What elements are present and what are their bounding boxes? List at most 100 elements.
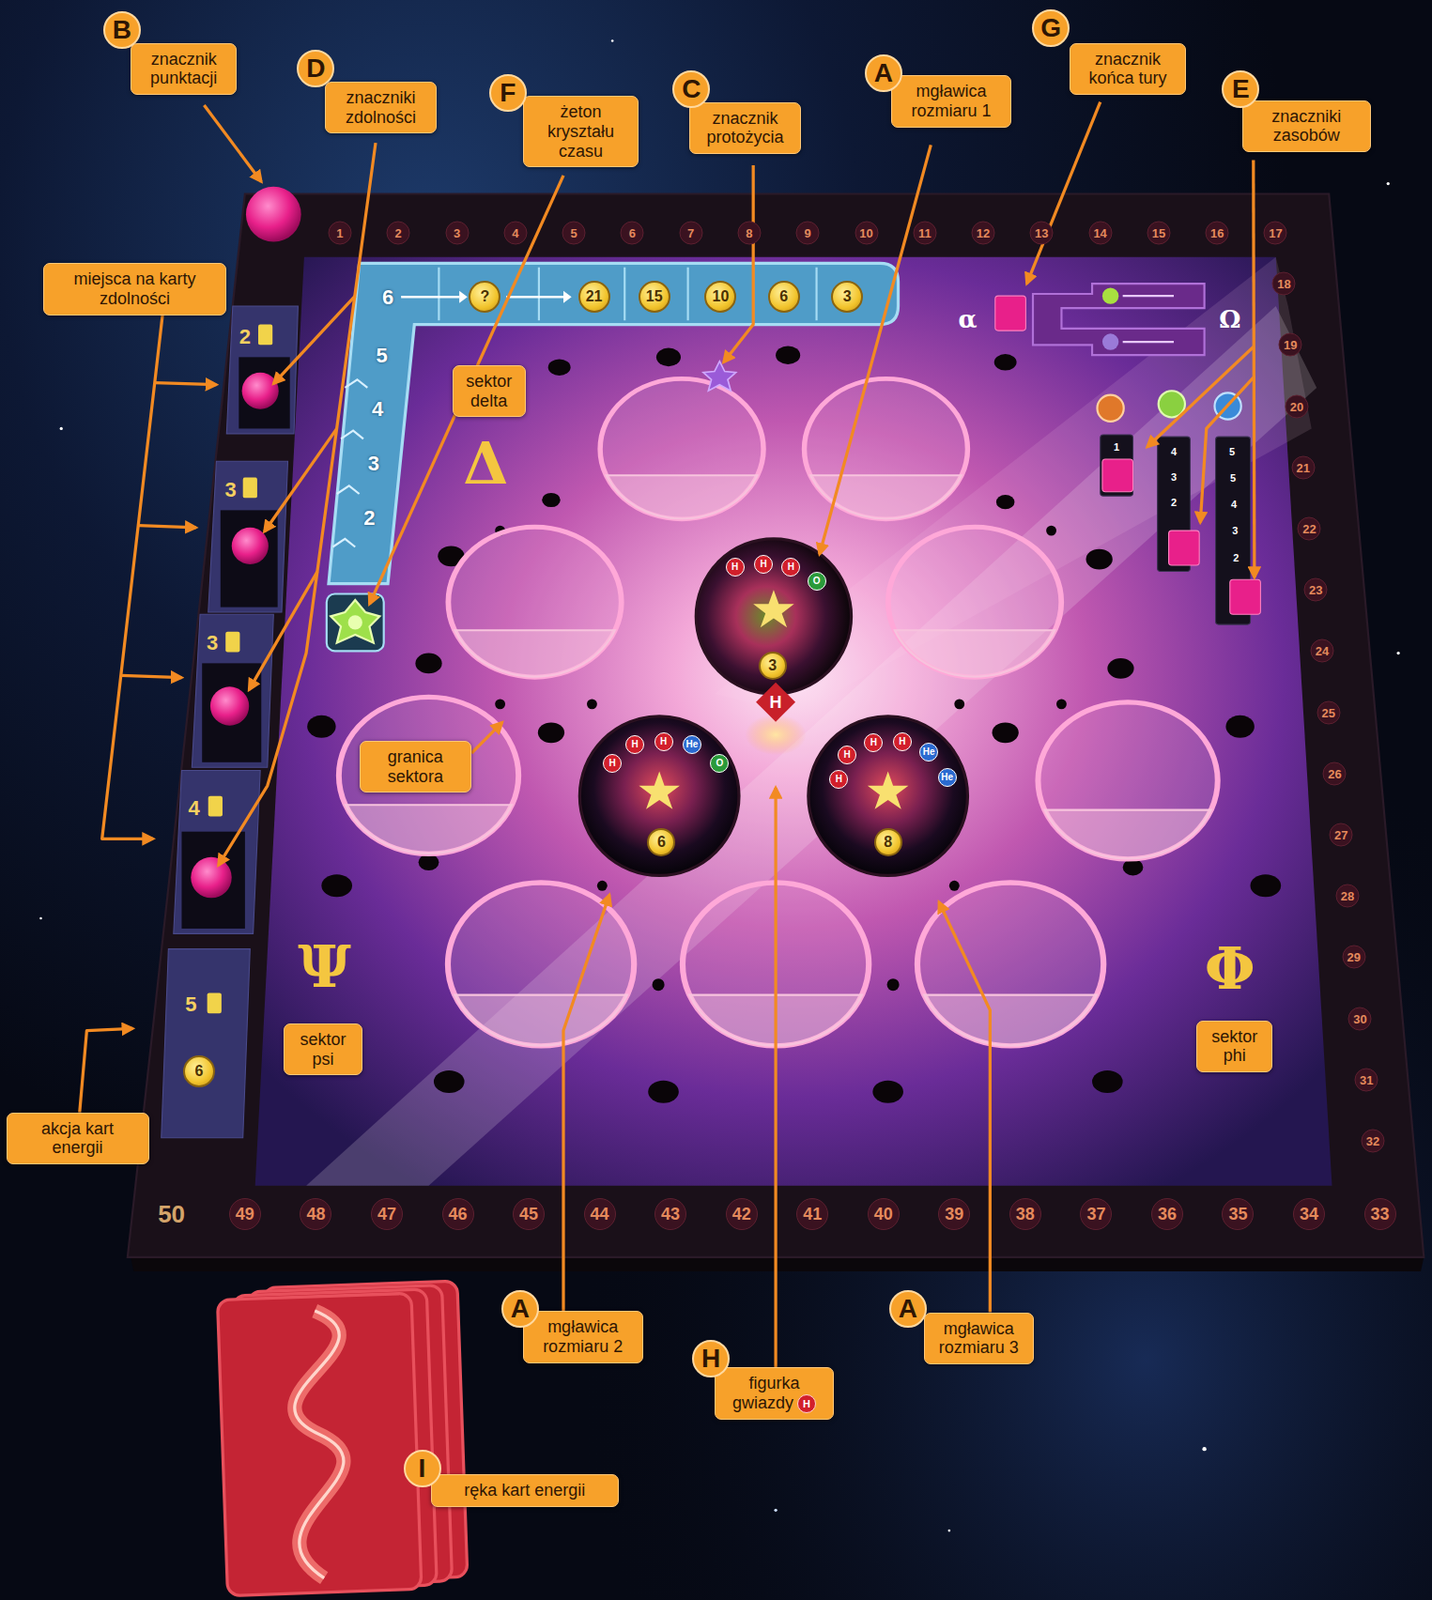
board-holes-part <box>1123 859 1144 876</box>
nebula-rings-part <box>804 378 969 520</box>
callout-label: znaczniki zasobów <box>1271 107 1341 146</box>
score-track-number: 49 <box>229 1198 262 1231</box>
board-holes-part <box>652 978 665 991</box>
space-background-part <box>39 917 43 921</box>
end-of-turn-track-part <box>1032 283 1205 355</box>
score-track-number: 16 <box>1205 220 1230 245</box>
card-slots-part <box>231 527 269 565</box>
callout-box: Bznacznik punktacji <box>130 43 237 95</box>
nebula-tiles-part <box>638 771 679 810</box>
callout-label: sektor delta <box>465 371 512 411</box>
score-track-number: 7 <box>678 220 703 245</box>
score-track-number: 10 <box>854 220 878 245</box>
leader-lines-part <box>1026 102 1100 284</box>
score-track-number: 23 <box>1304 578 1328 602</box>
board-holes-part <box>597 880 608 892</box>
score-track-number: 19 <box>1278 333 1303 357</box>
score-track-number: 39 <box>938 1198 971 1231</box>
end-of-turn-track-part <box>1123 340 1174 343</box>
callout-box: sektor psi <box>283 1023 363 1076</box>
board-holes-part <box>949 880 960 892</box>
resource-track-number: 3 <box>1170 471 1177 482</box>
space-background-part <box>1397 651 1401 655</box>
callout-box: Amgławica rozmiaru 1 <box>891 75 1012 127</box>
card-slots-part <box>258 324 273 346</box>
element-token: H <box>893 732 912 752</box>
callout-letter: E <box>1221 70 1260 108</box>
card-slots-part <box>191 614 274 768</box>
leader-lines-part <box>102 307 164 839</box>
leader-lines-part <box>819 144 931 555</box>
space-background-part <box>948 1529 952 1533</box>
leader-lines-part <box>248 571 318 691</box>
space-background-part <box>611 39 615 43</box>
value-coin: 3 <box>758 651 787 680</box>
score-track-number: 15 <box>1146 220 1171 245</box>
time-track-part <box>538 267 540 322</box>
score-track-number: 50 <box>157 1201 185 1227</box>
board-holes-part <box>954 698 965 709</box>
score-track-number: 30 <box>1348 1006 1372 1031</box>
end-of-turn-track-part <box>1102 287 1119 304</box>
score-track-number: 8 <box>737 220 761 245</box>
resource-track-number: 5 <box>1229 446 1235 458</box>
score-track-number: 46 <box>442 1198 475 1231</box>
score-track-number: 17 <box>1263 220 1288 245</box>
callout-text-block: znacznik punktacji <box>138 49 229 89</box>
board-holes-part <box>307 715 336 739</box>
callout-letter: H <box>692 1339 730 1378</box>
value-coin: 8 <box>874 828 903 857</box>
score-track-number: 9 <box>796 220 820 245</box>
callout-letter: I <box>403 1449 442 1488</box>
callout-text-block: mgławica rozmiaru 2 <box>531 1317 635 1356</box>
callout-label: mgławica rozmiaru 2 <box>542 1317 623 1356</box>
score-track-number: 44 <box>584 1198 616 1231</box>
nebula-tiles-part <box>753 589 794 628</box>
time-track-part <box>437 267 440 322</box>
board-holes-part <box>887 978 900 991</box>
callout-text-block: figurka gwiazdyH <box>723 1373 826 1414</box>
leader-lines-part <box>471 722 503 754</box>
leader-lines-part <box>1200 377 1254 523</box>
card-slots-part <box>161 949 251 1139</box>
score-track-number: 42 <box>725 1198 758 1231</box>
leader-lines-part <box>563 894 610 1311</box>
time-track-part <box>815 267 817 322</box>
board-holes-part <box>586 698 598 709</box>
leader-lines-part <box>203 105 262 183</box>
score-track-number: 36 <box>1151 1198 1184 1231</box>
callout-label: granica sektora <box>387 747 444 786</box>
score-track-number: 38 <box>1009 1198 1042 1231</box>
callout-box: granica sektora <box>359 740 473 793</box>
callout-letter: C <box>672 70 710 108</box>
value-coin: 3 <box>831 280 863 313</box>
leader-lines-part <box>1253 160 1255 578</box>
score-track-number: 27 <box>1329 822 1354 847</box>
element-token: O <box>807 571 827 591</box>
score-track-number: 45 <box>512 1198 545 1231</box>
callout-label: znaczniki zdolności <box>345 88 416 127</box>
score-track-number: 2 <box>386 220 411 245</box>
leader-lines-part <box>138 525 197 528</box>
score-track-number: 25 <box>1316 700 1340 724</box>
board-holes <box>307 345 1281 1103</box>
callout-box: akcja kart energii <box>6 1112 150 1165</box>
element-token: H <box>754 554 773 574</box>
board-holes-part <box>494 698 506 709</box>
card-slots-part <box>238 356 290 429</box>
nebula-rings-part <box>600 378 764 520</box>
end-of-turn-track-part <box>995 295 1027 331</box>
callout-box: Hfigurka gwiazdyH <box>714 1367 834 1420</box>
game-board-part <box>306 306 1317 1186</box>
time-track-part <box>332 538 355 548</box>
star-and-protolife-part <box>246 186 302 243</box>
space-background-part <box>1386 182 1390 185</box>
board-holes-part <box>418 854 440 871</box>
resource-track-number: 5 <box>1230 472 1236 483</box>
time-track-number: 6 <box>382 287 394 308</box>
score-track-number: 29 <box>1341 945 1366 970</box>
callout-box: Amgławica rozmiaru 3 <box>923 1312 1034 1365</box>
